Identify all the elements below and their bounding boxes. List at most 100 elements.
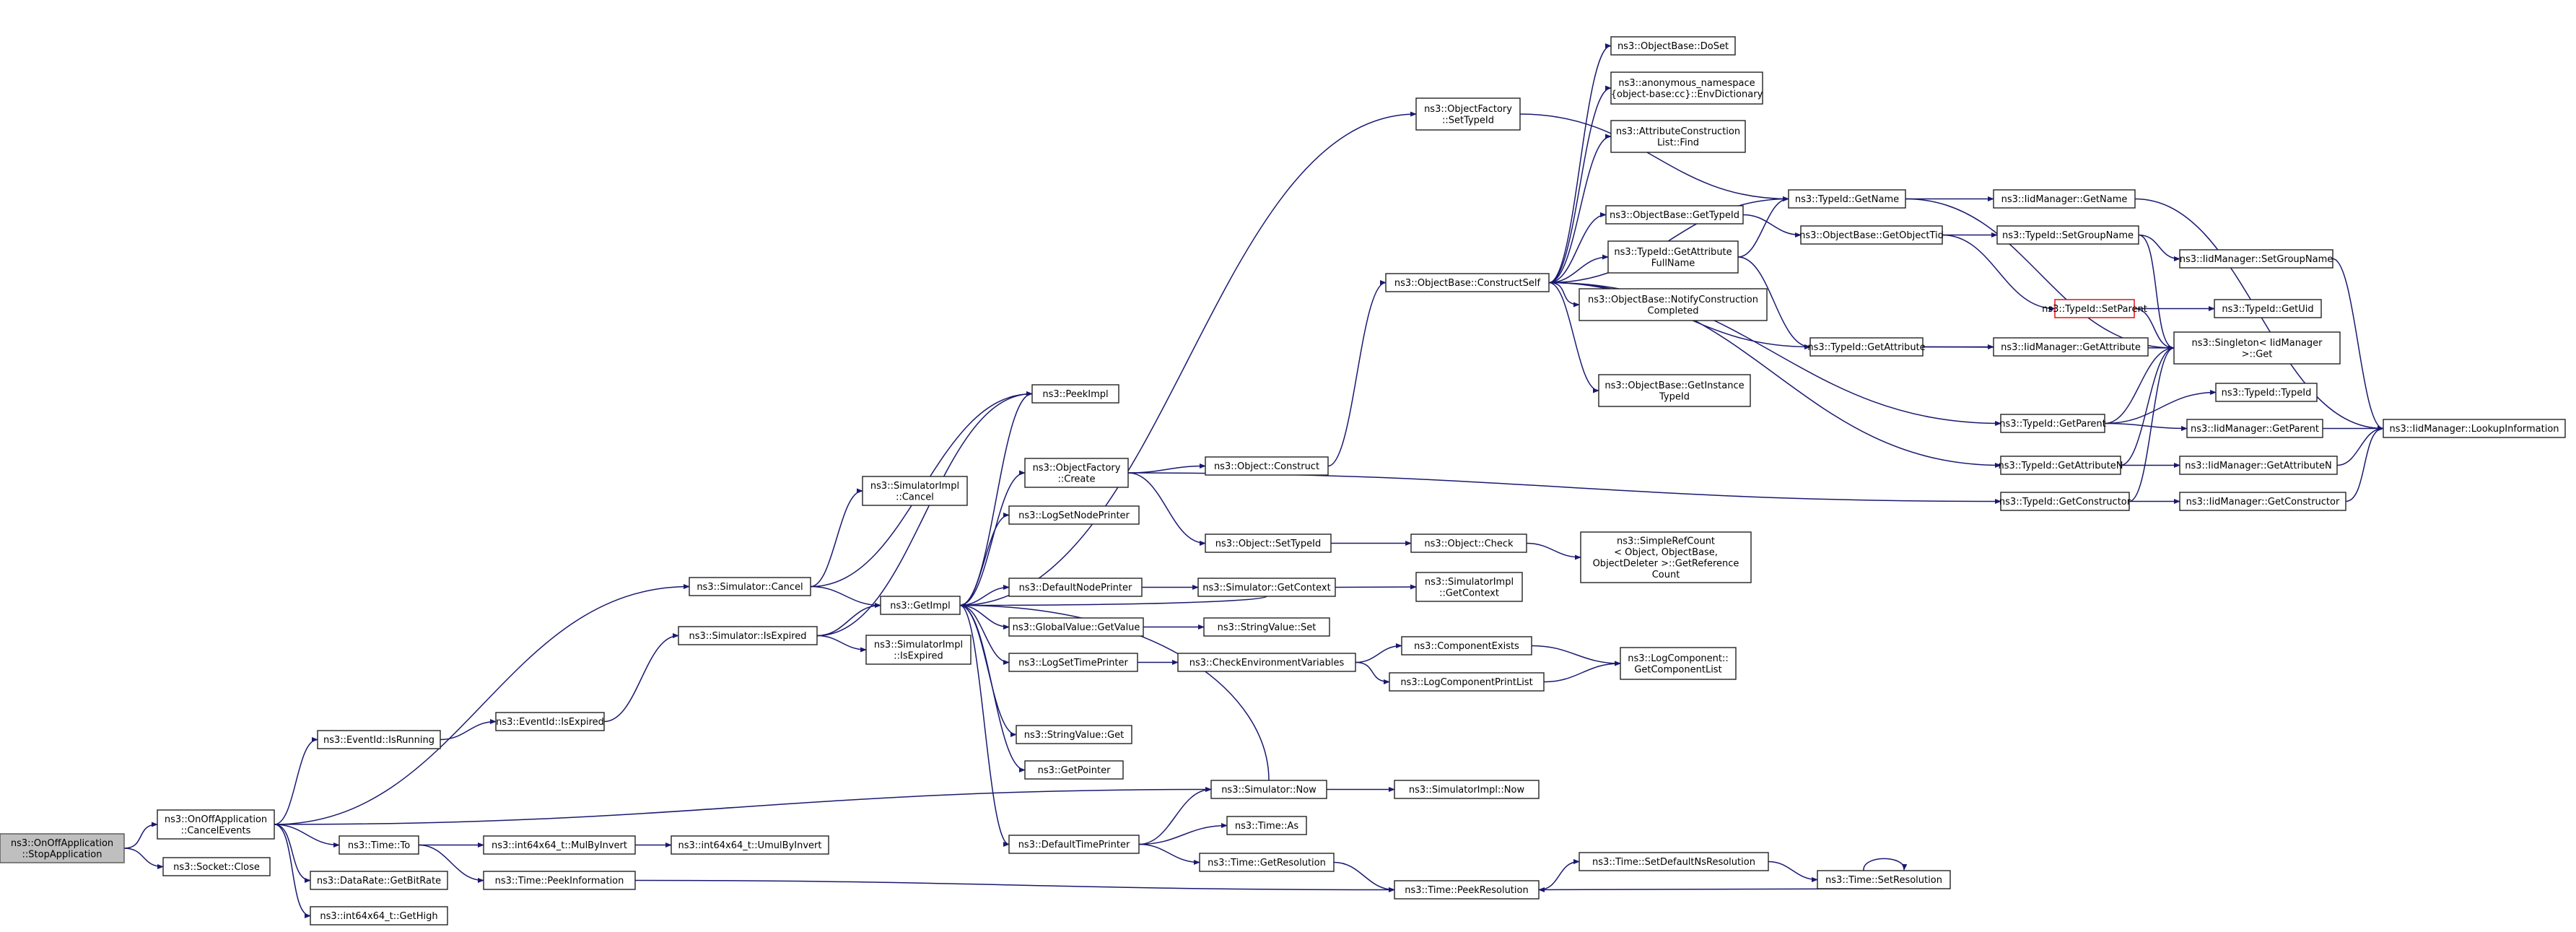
node-mgrgetctor[interactable]: ns3::IidManager::GetConstructor [2179,492,2346,511]
node-notifycc[interactable]: ns3::ObjectBase::NotifyConstructionCompl… [1579,288,1768,321]
node-implnow[interactable]: ns3::SimulatorImpl::Now [1394,780,1540,799]
node-evexpired[interactable]: ns3::EventId::IsExpired [495,712,605,731]
node-compexists[interactable]: ns3::ComponentExists [1401,636,1532,656]
node-strvalget[interactable]: ns3::StringValue::Get [1016,725,1132,744]
node-mgrgetattrn[interactable]: ns3::IidManager::GetAttributeN [2179,456,2338,475]
node-simcancel[interactable]: ns3::Simulator::Cancel [689,577,811,596]
node-cancelevents[interactable]: ns3::OnOffApplication::CancelEvents [157,809,275,840]
edge-arrow [959,391,1033,606]
edge-simgetcontext-to-implgetcontext [1335,584,1417,590]
node-mgrgetparent[interactable]: ns3::IidManager::GetParent [2186,419,2323,438]
node-strvalset[interactable]: ns3::StringValue::Set [1203,617,1330,637]
node-logsetnode[interactable]: ns3::LogSetNodePrinter [1008,505,1140,525]
node-umulbyinvert[interactable]: ns3::int64x64_t::UmulByInvert [671,835,829,855]
node-box [862,476,968,506]
edge-arrow [1942,234,2056,312]
node-gvgetvalue[interactable]: ns3::GlobalValue::GetValue [1008,617,1144,637]
edge-arrow [2138,234,2180,262]
node-implisexpired[interactable]: ns3::SimulatorImpl::IsExpired [865,635,972,665]
node-singletonget[interactable]: ns3::Singleton< IidManager>::Get [2173,331,2341,365]
edge-arrow [2129,345,2175,502]
node-obgettypeid[interactable]: ns3::ObjectBase::GetTypeId [1605,205,1744,225]
node-tidgetparent[interactable]: ns3::TypeId::GetParent [1999,414,2106,433]
node-stopapp[interactable]: ns3::OnOffApplication::StopApplication [0,833,125,863]
node-tidgetctor[interactable]: ns3::TypeId::GetConstructor [1999,492,2131,511]
edge-compexists-to-logcompgetlist [1531,645,1621,666]
node-constructself[interactable]: ns3::ObjectBase::ConstructSelf [1385,273,1550,292]
node-label: GetComponentList [1634,664,1721,675]
edge-cancelevents-to-getbitrate [274,824,311,884]
node-timeto[interactable]: ns3::Time::To [339,835,419,855]
node-mgrlookup[interactable]: ns3::IidManager::LookupInformation [2383,419,2566,438]
node-label: ns3::ObjectBase::GetInstance [1604,380,1744,391]
node-getpointer[interactable]: ns3::GetPointer [1024,760,1124,780]
node-setdefnsres[interactable]: ns3::Time::SetDefaultNsResolution [1579,852,1769,871]
node-socketclose[interactable]: ns3::Socket::Close [162,857,271,876]
node-timesetres[interactable]: ns3::Time::SetResolution [1817,870,1951,889]
node-tidgetattrn[interactable]: ns3::TypeId::GetAttributeN [1998,456,2123,475]
edge-arrow [959,604,1026,773]
node-envdict[interactable]: ns3::anonymous_namespace{object-base:cc}… [1610,71,1763,105]
node-objcheck[interactable]: ns3::Object::Check [1410,533,1527,553]
node-logcompprint[interactable]: ns3::LogComponentPrintList [1389,672,1545,692]
node-checkenv[interactable]: ns3::CheckEnvironmentVariables [1177,653,1356,672]
node-simgetcontext[interactable]: ns3::Simulator::GetContext [1197,578,1336,597]
node-label: ns3::GetImpl [890,601,951,611]
node-obgetobjtid[interactable]: ns3::ObjectBase::GetObjectTid [1799,225,1944,245]
node-objsettypeid[interactable]: ns3::Object::SetTypeId [1205,533,1332,553]
node-gethigh[interactable]: ns3::int64x64_t::GetHigh [310,906,448,926]
node-mgrsetgroup[interactable]: ns3::IidManager::SetGroupName [2179,249,2333,269]
node-obdoset[interactable]: ns3::ObjectBase::DoSet [1610,36,1736,56]
node-isexpired[interactable]: ns3::Simulator::IsExpired [678,626,818,645]
node-box [317,730,441,749]
node-label: ns3::int64x64_t::GetHigh [320,911,437,922]
node-tidsetgroup[interactable]: ns3::TypeId::SetGroupName [1996,225,2139,245]
edge-arrow [1138,786,1212,845]
node-ofcreate[interactable]: ns3::ObjectFactory::Create [1024,458,1129,488]
node-peekinfo[interactable]: ns3::Time::PeekInformation [483,871,636,890]
node-box [1993,189,2136,209]
node-logcompgetlist[interactable]: ns3::LogComponent::GetComponentList [1620,647,1737,680]
node-label: ns3::Time::SetDefaultNsResolution [1592,857,1755,868]
node-box [1197,578,1336,597]
node-implcancel[interactable]: ns3::SimulatorImpl::Cancel [862,476,968,506]
edge-arrow [1737,256,1811,350]
node-label: ns3::ComponentExists [1414,641,1519,652]
node-box [1598,374,1751,407]
node-simnow[interactable]: ns3::Simulator::Now [1210,780,1327,799]
node-getimpl[interactable]: ns3::GetImpl [880,596,961,615]
node-evrunning[interactable]: ns3::EventId::IsRunning [317,730,441,749]
node-tidgetattr[interactable]: ns3::TypeId::GetAttribute [1807,337,1926,357]
node-implgetcontext[interactable]: ns3::SimulatorImpl::GetContext [1415,572,1523,602]
node-getbitrate[interactable]: ns3::DataRate::GetBitRate [310,871,448,890]
node-peekimpl[interactable]: ns3::PeekImpl [1031,384,1119,404]
node-tidsetparent[interactable]: ns3::TypeId::SetParent [2042,299,2147,318]
node-mgrgetname[interactable]: ns3::IidManager::GetName [1993,189,2136,209]
node-label: ns3::Singleton< IidManager [2191,338,2323,349]
node-logsettime[interactable]: ns3::LogSetTimePrinter [1008,653,1138,672]
node-tidgetname[interactable]: ns3::TypeId::GetName [1788,189,1906,209]
node-ofsettypeid[interactable]: ns3::ObjectFactory::SetTypeId [1415,97,1521,131]
node-tidtypeid[interactable]: ns3::TypeId::TypeId [2215,383,2318,402]
node-timegetres[interactable]: ns3::Time::GetResolution [1199,853,1335,872]
node-defnodeprinter[interactable]: ns3::DefaultNodePrinter [1008,578,1143,597]
node-box [1008,617,1144,637]
edge-arrow [959,596,1267,609]
node-box [483,835,636,855]
node-deftimeprinter[interactable]: ns3::DefaultTimePrinter [1008,835,1140,854]
node-label: ns3::Time::To [348,840,410,851]
node-mulbyinvert[interactable]: ns3::int64x64_t::MulByInvert [483,835,636,855]
node-objconstruct[interactable]: ns3::Object::Construct [1205,456,1329,476]
edge-tidgetparent-to-singletonget [2104,345,2175,424]
node-peekres[interactable]: ns3::Time::PeekResolution [1394,880,1540,900]
node-simplerefcount[interactable]: ns3::SimpleRefCount< Object, ObjectBase,… [1580,531,1752,583]
node-tidgetuid[interactable]: ns3::TypeId::GetUid [2214,299,2322,318]
edge-arrow [2104,389,2217,424]
node-timeas[interactable]: ns3::Time::As [1226,816,1307,835]
edge-arrow [816,602,881,637]
node-label: ns3::SimpleRefCount [1617,536,1715,546]
node-mgrgetattr[interactable]: ns3::IidManager::GetAttribute [1993,337,2149,357]
